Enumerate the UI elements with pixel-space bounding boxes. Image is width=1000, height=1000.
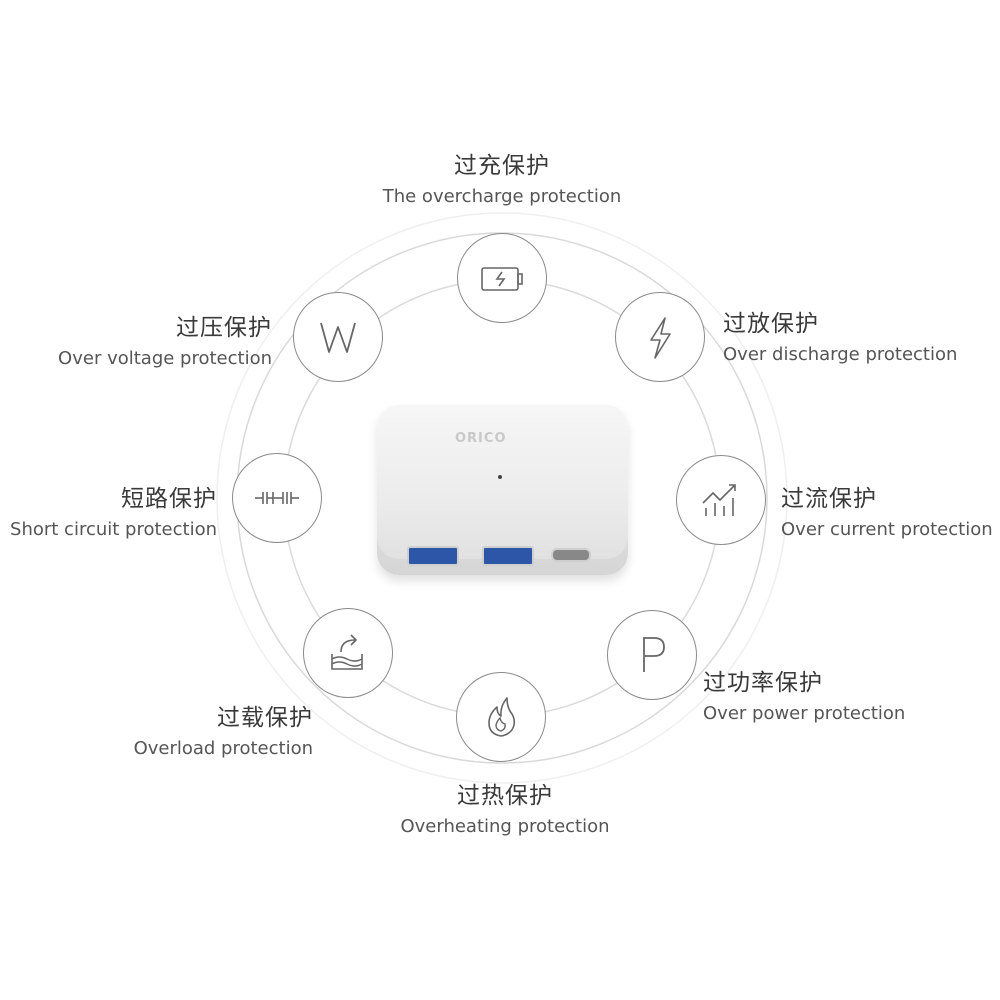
label-zh: 过压保护: [176, 315, 272, 341]
node-overheating: [456, 672, 546, 762]
label-zh: 过充保护: [453, 153, 550, 179]
label-overheating: 过热保护 Overheating protection: [400, 785, 609, 836]
label-over-voltage: 过压保护 Over voltage protection: [58, 317, 272, 368]
rising-chart-icon: [702, 484, 736, 516]
label-en: Over power protection: [703, 703, 906, 724]
label-en: The overcharge protection: [382, 186, 622, 207]
label-zh: 过载保护: [217, 705, 313, 731]
label-overcharge: 过充保护 The overcharge protection: [383, 155, 622, 206]
flame-icon: [488, 697, 516, 737]
label-overload: 过载保护 Overload protection: [134, 707, 313, 758]
node-overload: [303, 608, 393, 698]
node-over-voltage: [293, 292, 383, 382]
label-en: Short circuit protection: [10, 519, 217, 540]
usb-port: [407, 546, 459, 566]
label-en: Over voltage protection: [58, 348, 272, 369]
letter-w-icon: [320, 322, 356, 353]
usb-hub-device: ORICO: [377, 405, 628, 575]
overflow-container-icon: [331, 634, 363, 670]
label-en: Over discharge protection: [723, 344, 958, 365]
node-over-power: [607, 610, 697, 700]
label-zh: 过流保护: [781, 486, 877, 512]
brand-logo: ORICO: [455, 431, 507, 446]
label-over-current: 过流保护 Over current protection: [781, 488, 993, 539]
label-en: Over current protection: [781, 519, 993, 540]
label-zh: 过放保护: [723, 311, 819, 337]
usb-port: [482, 546, 534, 566]
lightning-icon: [650, 317, 671, 359]
label-en: Overheating protection: [400, 816, 610, 837]
label-over-discharge: 过放保护 Over discharge protection: [723, 313, 957, 364]
node-over-discharge: [615, 292, 705, 382]
node-overcharge: [457, 233, 547, 323]
circuit-icon: [255, 492, 299, 504]
node-short-circuit: [232, 453, 322, 543]
label-en: Overload protection: [133, 738, 313, 759]
label-short-circuit: 短路保护 Short circuit protection: [10, 488, 217, 539]
battery-charge-icon: [481, 267, 523, 291]
label-zh: 过热保护: [457, 783, 553, 809]
usb-c-port: [551, 548, 591, 562]
status-led: [498, 475, 502, 479]
label-zh: 短路保护: [121, 486, 217, 512]
label-over-power: 过功率保护 Over power protection: [703, 672, 905, 723]
node-over-current: [676, 455, 766, 545]
label-zh: 过功率保护: [703, 670, 823, 696]
letter-p-icon: [643, 637, 665, 672]
